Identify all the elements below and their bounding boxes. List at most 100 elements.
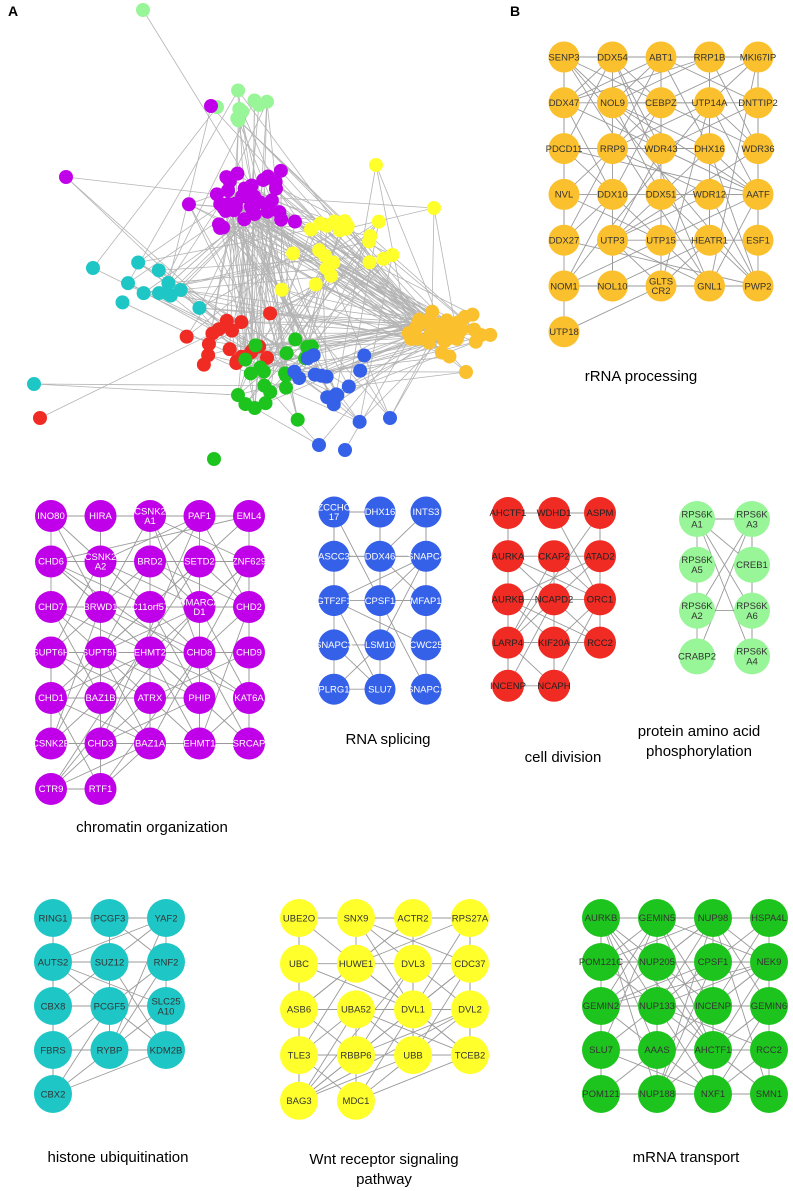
gene-label: PLRG1: [318, 684, 349, 695]
overview-node: [151, 263, 166, 278]
gene-node-circle: [548, 178, 580, 210]
overview-node: [205, 326, 220, 341]
gene-label: CHD8: [187, 648, 213, 659]
gene-label: SNAPC3: [315, 640, 353, 651]
gene-node-circle: [84, 773, 117, 805]
gene-node: AURKA: [492, 540, 525, 573]
module-caption: RNA splicing: [345, 731, 430, 748]
gene-label: POM121C: [579, 957, 623, 968]
overview-node: [421, 335, 436, 350]
gene-label: CBX2: [41, 1089, 66, 1100]
gene-label: SNAPC1: [407, 684, 445, 695]
panel-letter-a: A: [8, 3, 18, 19]
gene-node-circle: [694, 943, 732, 981]
overview-node: [230, 166, 245, 181]
gene-node: DVL1: [394, 990, 432, 1029]
gene-node: DDX10: [597, 178, 628, 210]
gene-node: RCC2: [584, 626, 616, 659]
gene-node: GEMIN2: [582, 987, 620, 1025]
gene-label: TCEB2: [455, 1050, 486, 1061]
gene-label: WDHD1: [537, 508, 572, 519]
gene-label: KAT6A: [234, 693, 264, 704]
gene-label: POM121: [582, 1089, 620, 1100]
overview-node: [161, 287, 176, 302]
gene-node-circle: [35, 636, 67, 669]
edge: [600, 917, 714, 963]
overview-node: [362, 234, 377, 249]
overview-node: [385, 247, 400, 262]
gene-node: CHD8: [183, 636, 216, 669]
gene-node: LSM10: [364, 629, 396, 661]
gene-label: GEMIN5: [639, 913, 675, 924]
gene-node-circle: [451, 1036, 489, 1075]
gene-label: AURKB: [492, 595, 525, 606]
gene-node-circle: [538, 669, 570, 702]
gene-label: DHX16: [694, 144, 725, 155]
overview-node: [234, 315, 249, 330]
overview-node: [341, 379, 356, 394]
gene-node: MKI67IP: [740, 41, 776, 73]
gene-node-circle: [134, 727, 166, 760]
gene-node-circle: [694, 1075, 732, 1113]
gene-label: NUP205: [639, 957, 675, 968]
gene-node: RCC2: [750, 1031, 788, 1069]
edge: [563, 239, 662, 287]
gene-node-circle: [410, 585, 442, 617]
overview-node: [131, 255, 146, 270]
overview-edge: [326, 376, 360, 423]
overview-node: [33, 411, 47, 425]
gene-node: AURKB: [582, 899, 620, 937]
overview-node: [287, 364, 302, 379]
gene-node: TCEB2: [451, 1036, 489, 1075]
overview-edge: [199, 307, 417, 329]
gene-label: PDCD11: [546, 144, 583, 155]
gene-label: BAZ1B: [85, 693, 115, 704]
gene-node-circle: [679, 592, 715, 629]
edge: [600, 961, 714, 1007]
gene-label: ASCC3: [318, 552, 350, 563]
edge: [298, 1054, 414, 1102]
gene-label: AAAS: [644, 1045, 669, 1056]
gene-label: ACTR2: [397, 913, 428, 924]
gene-node-circle: [84, 636, 117, 669]
gene-node-circle: [597, 270, 628, 302]
gene-node-circle: [364, 629, 396, 661]
gene-label: DDX47: [549, 98, 580, 109]
gene-node-circle: [280, 1036, 318, 1075]
overview-node: [287, 214, 302, 229]
gene-node-circle: [694, 87, 725, 119]
gene-node-circle: [318, 585, 350, 617]
overview-node: [312, 438, 326, 452]
gene-node: DDX46: [364, 540, 396, 572]
gene-node-circle: [134, 500, 166, 532]
gene-node-circle: [34, 987, 72, 1025]
gene-node: GEMIN5: [638, 899, 676, 937]
gene-label: MFAP1: [410, 596, 441, 607]
overview-node: [136, 286, 151, 301]
module-caption: histone ubiquitination: [48, 1149, 189, 1166]
edge: [656, 961, 770, 1007]
overview-edge: [251, 104, 260, 186]
gene-label: WDR36: [741, 144, 774, 155]
overview-edge: [280, 170, 419, 325]
gene-node: INTS3: [410, 496, 442, 528]
gene-node-circle: [734, 546, 770, 583]
gene-node-circle: [694, 270, 725, 302]
gene-node: NOL10: [597, 270, 628, 302]
edge: [612, 102, 710, 150]
gene-node: AATF: [742, 178, 774, 210]
overview-edge: [33, 383, 265, 387]
gene-node-circle: [538, 540, 570, 573]
gene-label: NVL: [555, 190, 573, 201]
gene-node-circle: [582, 987, 620, 1025]
gene-node-circle: [538, 626, 570, 659]
gene-node: SNAPC3: [315, 629, 353, 661]
gene-node-circle: [548, 87, 580, 119]
